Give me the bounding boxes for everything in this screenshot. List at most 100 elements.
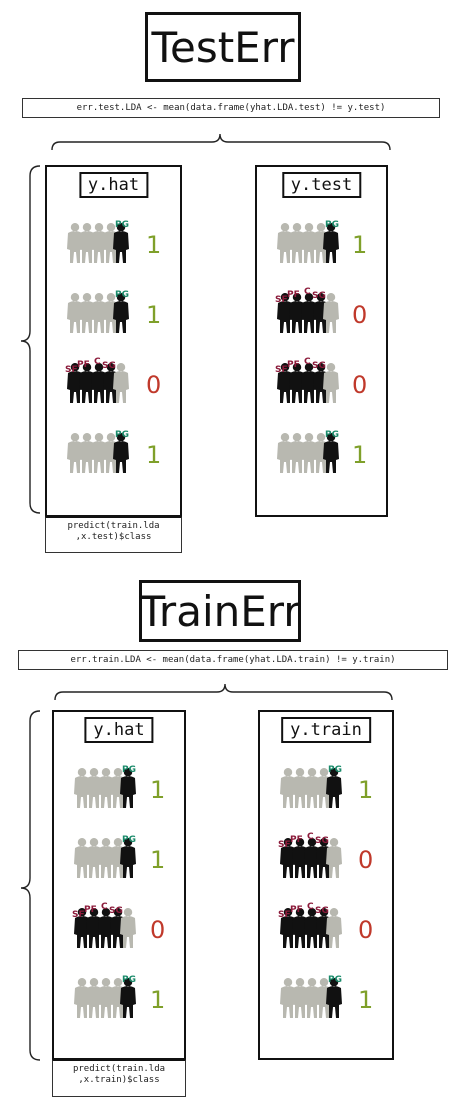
pg-label: PG: [115, 290, 129, 300]
test-section: TestErr err.test.LDA <- mean(data.frame(…: [20, 12, 440, 553]
players-icon: PG: [74, 765, 136, 808]
class-value: 0: [352, 301, 368, 329]
class-value: 0: [146, 371, 162, 399]
train-side-bracket: [20, 710, 41, 1061]
class-value: 1: [146, 231, 162, 259]
players-icon: PG: [67, 220, 129, 263]
class-value: 1: [358, 986, 374, 1014]
class-value: 1: [352, 441, 368, 469]
pg-label: PG: [122, 835, 136, 845]
test-yhat-label: y.hat: [78, 172, 149, 198]
c-label: C: [307, 902, 314, 912]
player-row: PG 1: [278, 970, 386, 1030]
pf-label: PF: [287, 290, 300, 300]
pf-label: PF: [77, 360, 90, 370]
class-value: 1: [150, 986, 166, 1014]
c-label: C: [94, 357, 101, 367]
c-label: C: [304, 287, 311, 297]
class-value: 0: [150, 916, 166, 944]
sg-label: SG: [102, 361, 116, 371]
class-value: 1: [352, 231, 368, 259]
sg-label: SG: [315, 836, 329, 846]
sg-label: SG: [312, 361, 326, 371]
players-icon: PG: [67, 290, 129, 333]
train-code: err.train.LDA <- mean(data.frame(yhat.LD…: [18, 650, 448, 670]
pf-label: PF: [290, 835, 303, 845]
pg-label: PG: [122, 765, 136, 775]
test-predict-line1: predict(train.lda: [67, 521, 160, 531]
train-ytrain-label: y.train: [281, 717, 371, 743]
player-row: PG 1: [72, 760, 178, 820]
pg-label: PG: [115, 220, 129, 230]
player-row: PG 1: [275, 425, 380, 485]
test-predict-box: predict(train.lda ,x.test)$class: [45, 516, 182, 553]
train-predict-line2: ,x.train)$class: [78, 1075, 160, 1085]
class-value: 1: [358, 776, 374, 804]
test-predict-line2: ,x.test)$class: [75, 532, 152, 542]
class-value: 0: [358, 846, 374, 874]
class-value: 1: [146, 301, 162, 329]
pg-label: PG: [122, 975, 136, 985]
class-value: 1: [150, 846, 166, 874]
player-row: PG 1: [65, 425, 174, 485]
pg-label: PG: [115, 430, 129, 440]
sf-label: SF: [278, 840, 291, 850]
player-row: PG 1: [65, 285, 174, 345]
class-value: 0: [352, 371, 368, 399]
pg-label: PG: [328, 975, 342, 985]
class-value: 1: [146, 441, 162, 469]
pf-label: PF: [290, 905, 303, 915]
test-top-bracket: [51, 133, 391, 151]
players-icon: PG: [67, 430, 129, 473]
sg-label: SG: [315, 906, 329, 916]
sg-label: SG: [312, 291, 326, 301]
player-row: PG 1: [65, 215, 174, 275]
sf-label: SF: [72, 910, 85, 920]
c-label: C: [101, 902, 108, 912]
pg-label: PG: [325, 430, 339, 440]
players-icon: PG: [74, 835, 136, 878]
class-value: 1: [150, 776, 166, 804]
player-row: PG 1: [72, 830, 178, 890]
players-icon: PG: [280, 975, 342, 1018]
test-ytest-label: y.test: [281, 172, 362, 198]
sf-label: SF: [275, 295, 288, 305]
pf-label: PF: [84, 905, 97, 915]
c-label: C: [307, 832, 314, 842]
train-title: TrainErr: [139, 580, 301, 642]
sf-label: SF: [275, 365, 288, 375]
players-icon: PG: [74, 975, 136, 1018]
pg-label: PG: [328, 765, 342, 775]
pg-label: PG: [325, 220, 339, 230]
player-row: PG 1: [72, 970, 178, 1030]
test-code: err.test.LDA <- mean(data.frame(yhat.LDA…: [22, 98, 440, 118]
train-top-bracket: [54, 683, 393, 701]
sg-label: SG: [109, 906, 123, 916]
players-icon: PG: [277, 220, 339, 263]
train-yhat-label: y.hat: [84, 717, 154, 743]
test-side-bracket: [20, 165, 41, 514]
pf-label: PF: [287, 360, 300, 370]
sf-label: SF: [278, 910, 291, 920]
class-value: 0: [358, 916, 374, 944]
player-row: PG 1: [275, 215, 380, 275]
players-icon: PG: [280, 765, 342, 808]
train-predict-line1: predict(train.lda: [72, 1064, 166, 1074]
player-row: PG 1: [278, 760, 386, 820]
c-label: C: [304, 357, 311, 367]
